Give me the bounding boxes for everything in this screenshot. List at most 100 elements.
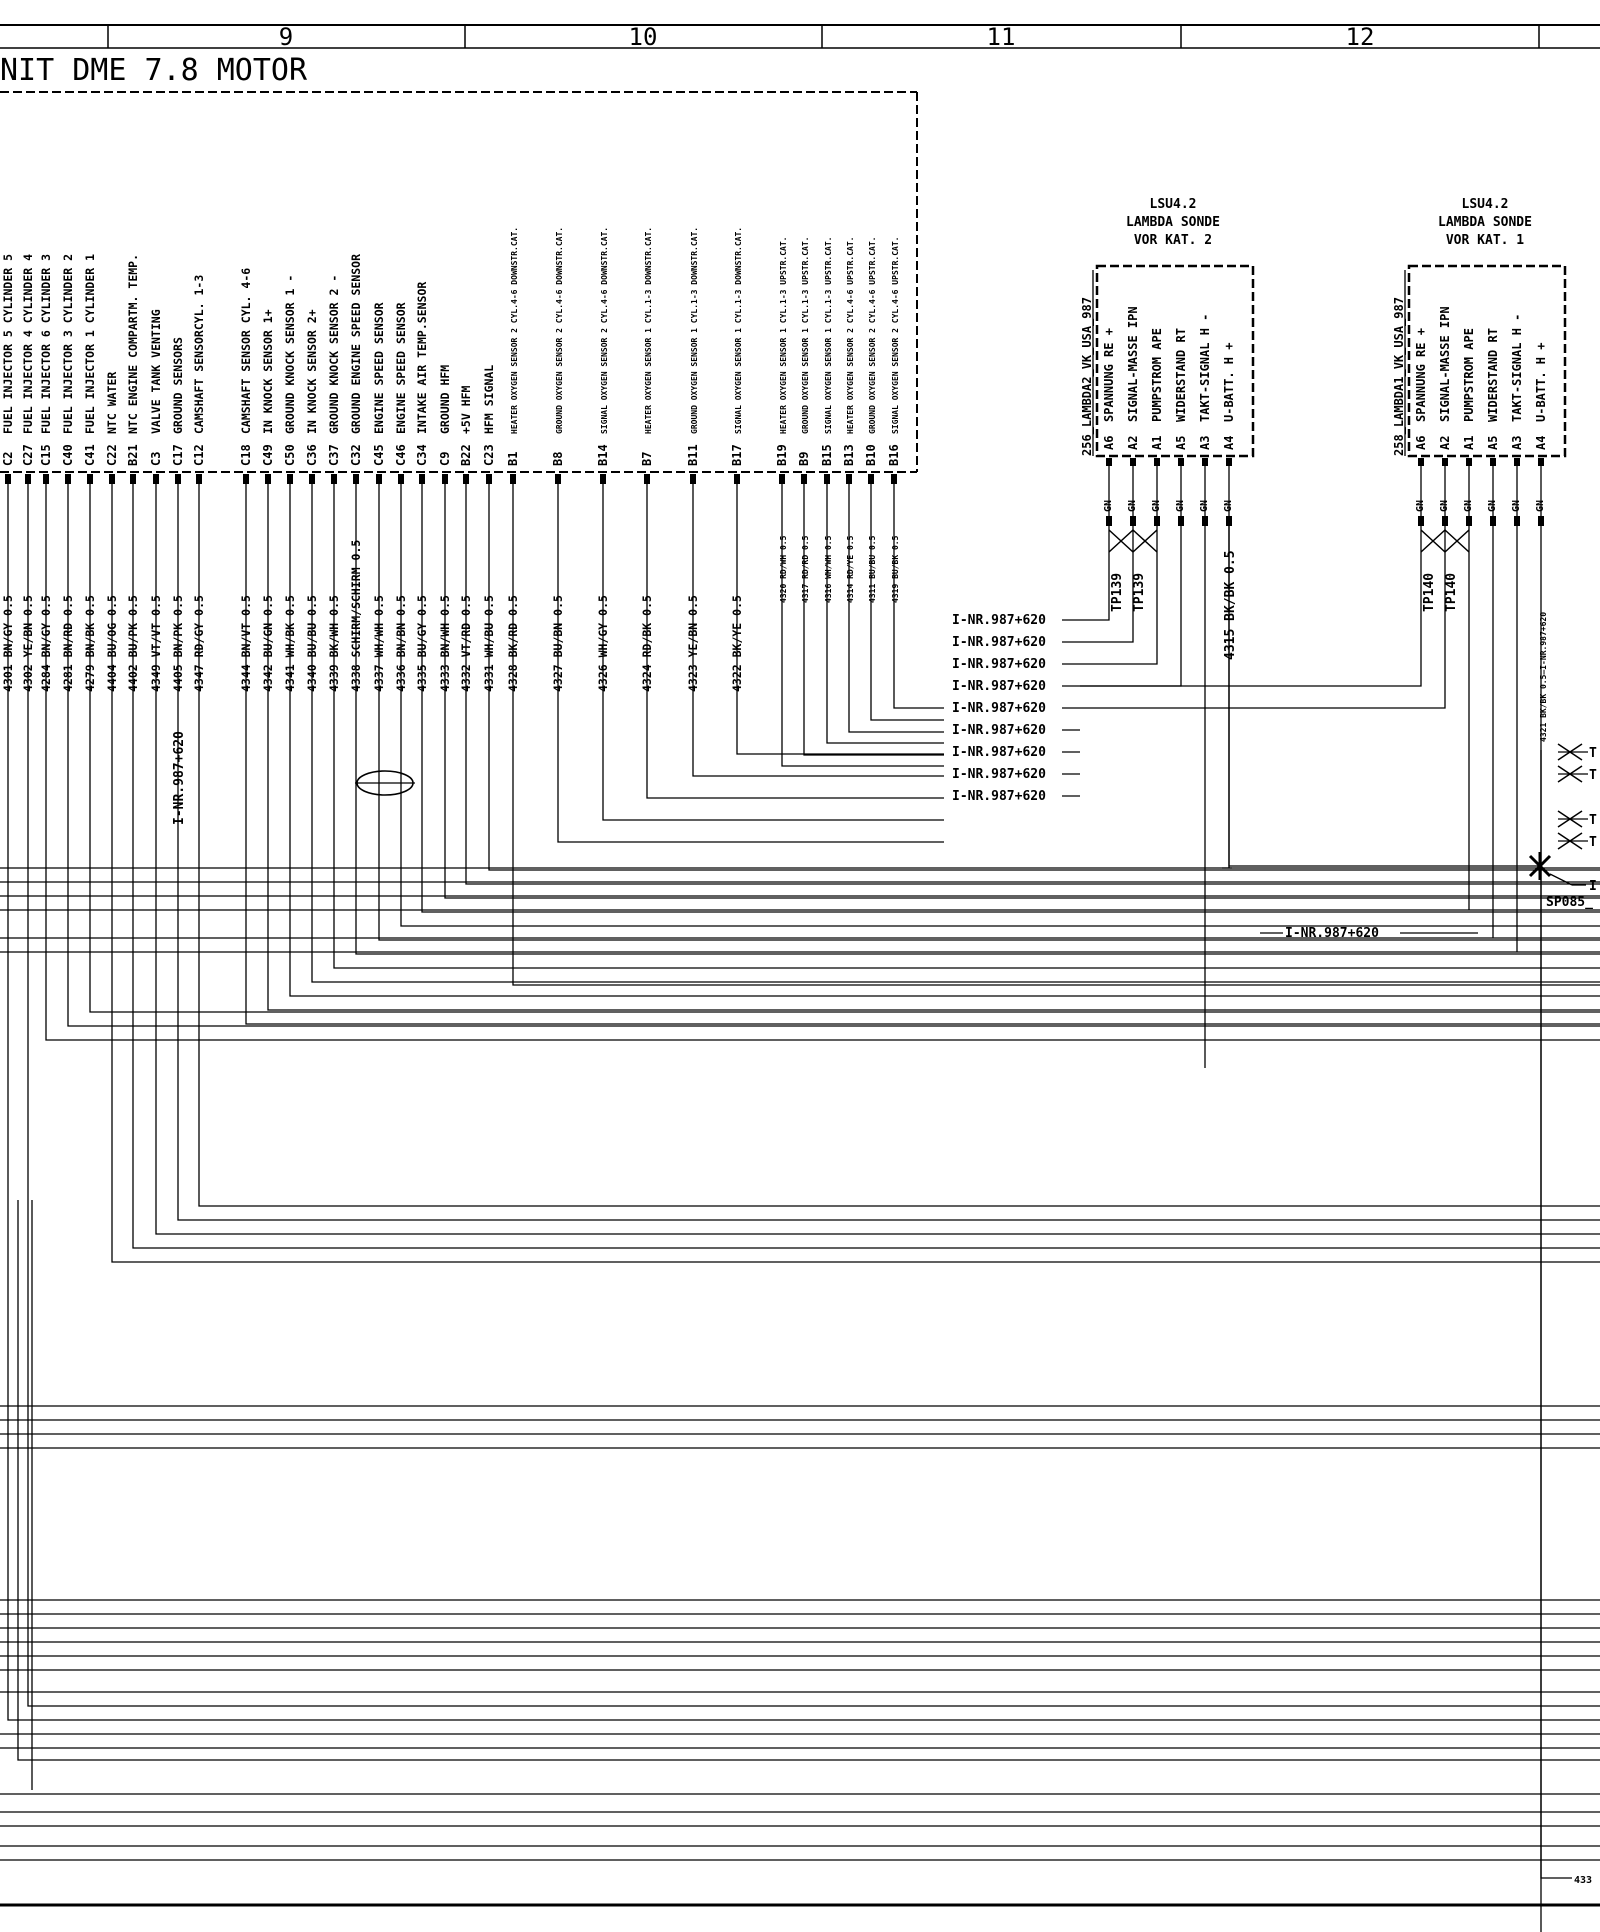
wire-label: 4323 YE/BN 0.5 (686, 595, 700, 692)
ecu-pin-description: GROUND OXYGEN SENSOR 1 CYL.1-3 DOWNSTR.C… (690, 227, 699, 434)
sensor-term (1514, 516, 1520, 526)
wire-label: 4335 BU/GY 0.5 (415, 595, 429, 692)
wire-path (177, 484, 1600, 1221)
wire-label: 4319 BU/BK 0.5 (891, 535, 900, 603)
ecu-pin-post (265, 474, 271, 484)
wire-label: 4324 RD/BK 0.5 (640, 595, 654, 692)
ecu-pin-post (779, 474, 785, 484)
column-header-11: 11 (987, 23, 1016, 51)
sensor-pin-label: A1 (1462, 436, 1476, 450)
wire-path (89, 484, 1600, 1013)
bus-label: I-NR.987+620 (952, 701, 1046, 716)
twisted-pair-symbol (1108, 529, 1158, 553)
ecu-pin-description: SIGNAL OXYGEN SENSOR 1 CYL.1-3 DOWNSTR.C… (734, 227, 743, 434)
wire-bundle (0, 270, 1600, 1932)
sensor-pin-post (1106, 458, 1112, 466)
sensor-pin-post (1202, 458, 1208, 466)
ecu-pin-label: C3 (149, 452, 163, 466)
wire-path (198, 484, 1600, 1207)
ecu-pin-description: NTC ENGINE COMPARTM. TEMP. (126, 254, 140, 434)
sensor-title-line: VOR KAT. 2 (1134, 233, 1212, 248)
wire-label: 4311 BU/BU 0.5 (868, 535, 877, 603)
ecu-pin-post (891, 474, 897, 484)
bus-label: I-NR.987+620 (952, 745, 1046, 760)
gn-label: GN (1127, 500, 1138, 512)
wire-path (421, 484, 1600, 913)
sensor-pin-label: A4 (1534, 436, 1548, 450)
wire-path (781, 484, 944, 767)
wire-path (400, 484, 1600, 927)
gn-label: GN (1511, 500, 1522, 512)
ecu-pin-description: +5V HFM (459, 385, 473, 434)
ecu-pin-description: GROUND HFM (438, 365, 452, 434)
ecu-pin-post (486, 474, 492, 484)
ecu-pin-post (25, 474, 31, 484)
ecu-pin-label: C9 (438, 452, 452, 466)
wire-label: 4404 BU/OG 0.5 (105, 595, 119, 692)
bus-label: I-NR.987+620 (952, 789, 1046, 804)
sensor-pin-label: A6 (1414, 436, 1428, 450)
test-point-label: TP140 (1444, 573, 1459, 612)
sensor-pin-post (1514, 458, 1520, 466)
gn-label: GN (1103, 500, 1114, 512)
sensor-term (1466, 516, 1472, 526)
ecu-pin-label: C41 (83, 444, 97, 466)
wire-path (602, 484, 944, 821)
wire-path (67, 484, 1600, 1027)
wire-path (1080, 552, 1422, 687)
column-header-10: 10 (629, 23, 658, 51)
test-point-label: TP139 (1132, 573, 1147, 612)
sensor-pin-post (1442, 458, 1448, 466)
wire-path (1080, 526, 1158, 665)
ecu-pin-description: FUEL INJECTOR 5 CYLINDER 5 (1, 254, 15, 434)
ecu-pin-label: C2 (1, 452, 15, 466)
wire-path (245, 484, 1600, 1025)
ecu-pin-description: GROUND SENSORS (171, 337, 185, 434)
wire-label: 4281 BN/RD 0.5 (61, 595, 75, 692)
wire-path (512, 484, 1600, 986)
wire-label: 4340 BU/BU 0.5 (305, 595, 319, 692)
ecu-pin-description: FUEL INJECTOR 6 CYLINDER 3 (39, 254, 53, 434)
wire-path (378, 484, 1600, 941)
sensor-pin-label: A2 (1126, 436, 1140, 450)
ecu-pin-description: VALVE TANK VENTING (149, 309, 163, 434)
right-mark-label: I (1589, 879, 1597, 894)
column-header-12: 12 (1346, 23, 1375, 51)
sensor-pin-label: A5 (1174, 436, 1188, 450)
ecu-pin-description: NTC WATER (105, 372, 119, 434)
wire-path (692, 484, 944, 777)
gn-label: GN (1199, 500, 1210, 512)
wire-segment (1549, 873, 1573, 886)
wire-path (27, 484, 1600, 1707)
sensor-pin-name: SPANNUNG RE + (1414, 328, 1428, 422)
sensor-connector-name: 258_LAMBDA1_VK_USA_987 (1392, 297, 1407, 456)
gn-label: GN (1487, 500, 1498, 512)
wire-label: 4402 BU/PK 0.5 (126, 595, 140, 692)
sensor-connector-name: 256_LAMBDA2_VK_USA_987 (1080, 297, 1095, 456)
ecu-pin-post (555, 474, 561, 484)
ecu-pin-post (419, 474, 425, 484)
ecu-pin-post (130, 474, 136, 484)
ecu-pin-description: INTAKE AIR TEMP.SENSOR (415, 282, 429, 434)
bus-label-vertical: I-NR.987+620 (172, 731, 187, 825)
wire-path (646, 484, 944, 799)
right-mark-label: T (1589, 813, 1597, 828)
sensor-pin-label: A5 (1486, 436, 1500, 450)
wire-label: 4332 VT/RD 0.5 (459, 595, 473, 692)
wire-label: 4279 BN/BK 0.5 (83, 595, 97, 692)
sensor-title-line: VOR KAT. 1 (1446, 233, 1524, 248)
wire-path (893, 484, 944, 709)
ecu-pin-label: C50 (283, 444, 297, 466)
sensor-pin-name: PUMPSTROM APE (1150, 328, 1164, 422)
sensor-pin-name: SIGNAL-MASSE IPN (1438, 306, 1452, 422)
ecu-pin-post (824, 474, 830, 484)
sensor-pin-post (1538, 458, 1544, 466)
right-twist-mark (1557, 810, 1583, 828)
sensor2-wire-label: 4315 BK/BK 0.5 (1223, 550, 1238, 660)
ecu-pin-label: C49 (261, 444, 275, 466)
sensor-pin-name: SIGNAL-MASSE IPN (1126, 306, 1140, 422)
wire-path (488, 484, 1600, 871)
sensor-pin-label: A1 (1150, 436, 1164, 450)
